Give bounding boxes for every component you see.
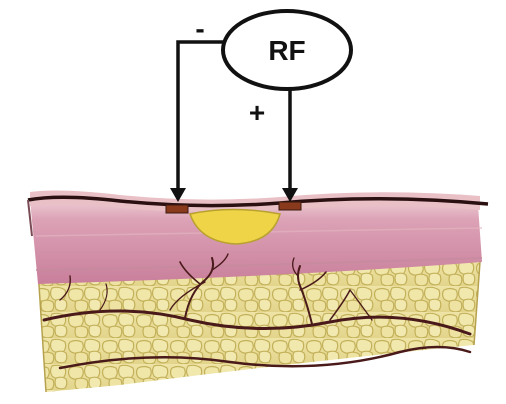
rf-generator-label: RF [268,35,305,66]
positive-sign: + [249,97,265,128]
positive-electrode-pad [279,202,301,210]
negative-electrode-pad [166,205,188,213]
rf-generator: RF [223,11,351,89]
negative-sign: - [195,13,204,44]
negative-wire [178,42,228,192]
